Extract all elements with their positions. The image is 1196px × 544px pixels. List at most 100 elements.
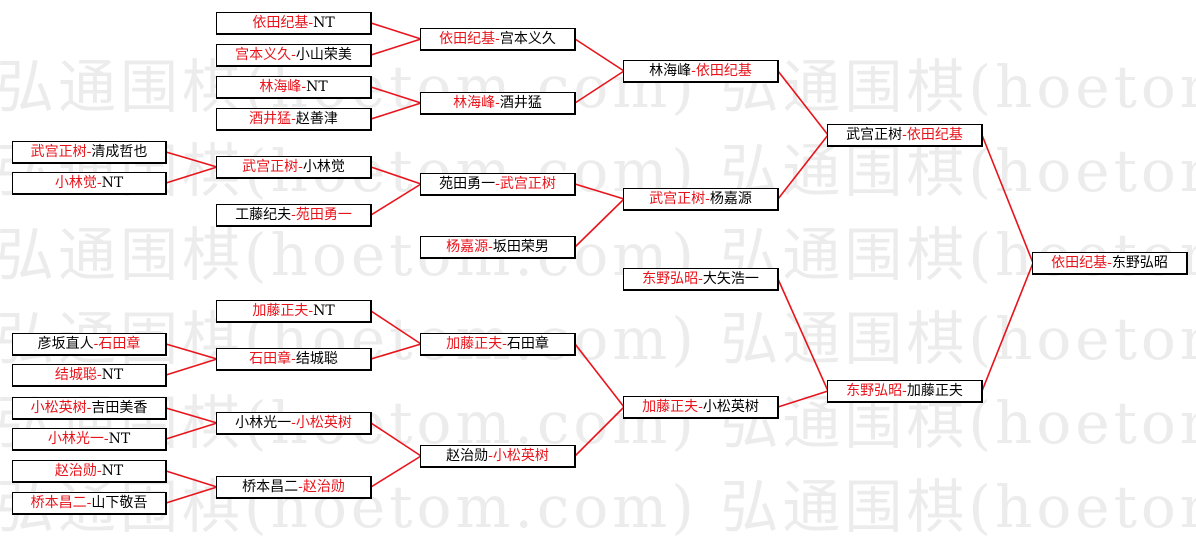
- winner-name: 小松英树: [30, 400, 87, 416]
- match-box: 杨嘉源-坂田荣男: [420, 236, 576, 259]
- separator: -: [1107, 255, 1112, 271]
- player-name: 清成哲也: [91, 144, 148, 160]
- winner-name: 桥本昌二: [30, 495, 87, 511]
- separator: -: [291, 111, 296, 127]
- winner-name: 东野弘昭: [642, 271, 699, 287]
- winner-name: 武宫正树: [242, 159, 299, 175]
- connector: [370, 102, 422, 120]
- player-name: 苑田勇一: [439, 176, 496, 192]
- connector: [777, 70, 829, 136]
- match-box: 东野弘昭-加藤正夫: [827, 380, 983, 403]
- winner-name: 依田纪基: [252, 15, 309, 31]
- winner-name: 小林觉: [54, 175, 97, 191]
- connector: [370, 422, 422, 457]
- separator: -: [298, 159, 303, 175]
- winner-name: 酒井猛: [249, 111, 292, 127]
- separator: -: [691, 63, 696, 79]
- connector: [574, 343, 625, 408]
- match-box: 桥本昌二-赵治勋: [216, 476, 372, 499]
- separator: -: [96, 463, 102, 479]
- watermark-line: 弘通围棋(hoetom.com) 弘通围棋(hoetom.c: [0, 389, 1196, 457]
- match-box: 林海峰-NT: [216, 76, 372, 99]
- separator: -: [291, 47, 296, 63]
- player-name: 大矢浩一: [702, 271, 759, 287]
- player-name: 武宫正树: [846, 127, 903, 143]
- player-name: 东野弘昭: [1111, 255, 1168, 271]
- separator: -: [705, 191, 710, 207]
- separator: -: [301, 79, 307, 95]
- player-name: 酒井猛: [499, 95, 542, 111]
- match-box: 工藤纪夫-苑田勇一: [216, 204, 372, 227]
- match-box: 小松英树-吉田美香: [12, 397, 167, 420]
- watermark-line: 弘通围棋(hoetom.com) 弘通围棋(hoetom.c: [0, 53, 1196, 121]
- player-name: NT: [101, 463, 124, 479]
- winner-name: 加藤正夫: [642, 399, 699, 415]
- separator: -: [698, 399, 703, 415]
- match-box: 彦坂直人-石田章: [12, 333, 167, 356]
- connector: [370, 166, 422, 185]
- separator: -: [488, 239, 493, 255]
- winner-name: 石田章: [249, 351, 292, 367]
- player-name: 小松英树: [702, 399, 759, 415]
- winner-name: 石田章: [98, 336, 141, 352]
- bracket-lines: [165, 22, 1034, 504]
- connector: [777, 134, 829, 200]
- connector: [574, 70, 625, 104]
- player-name: 小林光一: [235, 415, 292, 431]
- match-box: 加藤正夫-小松英树: [623, 396, 779, 419]
- match-box: 小林觉-NT: [12, 172, 167, 195]
- connector: [370, 86, 422, 104]
- winner-name: 结城聪: [54, 367, 97, 383]
- match-box: 加藤正夫-石田章: [420, 333, 576, 356]
- separator: -: [291, 415, 296, 431]
- player-name: NT: [101, 367, 124, 383]
- match-box: 武宫正树-清成哲也: [12, 141, 167, 164]
- connector: [981, 134, 1034, 264]
- match-box: 赵治勋-小松英树: [420, 445, 576, 468]
- match-box: 依田纪基-宫本义久: [420, 28, 576, 51]
- match-box: 武宫正树-杨嘉源: [623, 188, 779, 211]
- player-name: 吉田美香: [91, 400, 148, 416]
- separator: -: [495, 31, 500, 47]
- player-name: 桥本昌二: [242, 479, 299, 495]
- match-box: 依田纪基-NT: [216, 12, 372, 35]
- connector: [981, 262, 1034, 392]
- winner-name: 小松英树: [295, 415, 352, 431]
- connector: [574, 406, 625, 457]
- match-box: 林海峰-依田纪基: [623, 60, 779, 83]
- winner-name: 武宫正树: [649, 191, 706, 207]
- winner-name: 东野弘昭: [846, 383, 903, 399]
- separator: -: [93, 336, 99, 352]
- separator: -: [698, 271, 703, 287]
- connector: [370, 455, 422, 488]
- player-name: NT: [108, 431, 131, 447]
- winner-name: 苑田勇一: [295, 207, 352, 223]
- match-box: 小林光一-NT: [12, 428, 167, 451]
- separator: -: [308, 15, 314, 31]
- connector: [165, 343, 218, 360]
- separator: -: [902, 127, 907, 143]
- match-box: 武宫正树-小林觉: [216, 156, 372, 179]
- final-match-box: 依田纪基-东野弘昭: [1032, 252, 1188, 275]
- player-name: NT: [313, 303, 335, 319]
- player-name: 石田章: [506, 336, 549, 352]
- separator: -: [298, 479, 303, 495]
- winner-name: 杨嘉源: [446, 239, 489, 255]
- connector: [165, 486, 218, 504]
- player-name: 宫本义久: [499, 31, 556, 47]
- winner-name: 加藤正夫: [252, 303, 309, 319]
- winner-name: 小林光一: [47, 431, 104, 447]
- connector: [165, 166, 218, 184]
- player-name: 林海峰: [649, 63, 692, 79]
- match-box: 结城聪-NT: [12, 364, 167, 387]
- connector: [370, 343, 422, 360]
- separator: -: [308, 303, 314, 319]
- separator: -: [502, 336, 507, 352]
- winner-name: 依田纪基: [695, 63, 752, 79]
- winner-name: 加藤正夫: [446, 336, 503, 352]
- player-name: 加藤正夫: [906, 383, 963, 399]
- winner-name: 宫本义久: [235, 47, 292, 63]
- connector: [370, 22, 422, 40]
- player-name: 山下敬吾: [91, 495, 148, 511]
- separator: -: [96, 367, 102, 383]
